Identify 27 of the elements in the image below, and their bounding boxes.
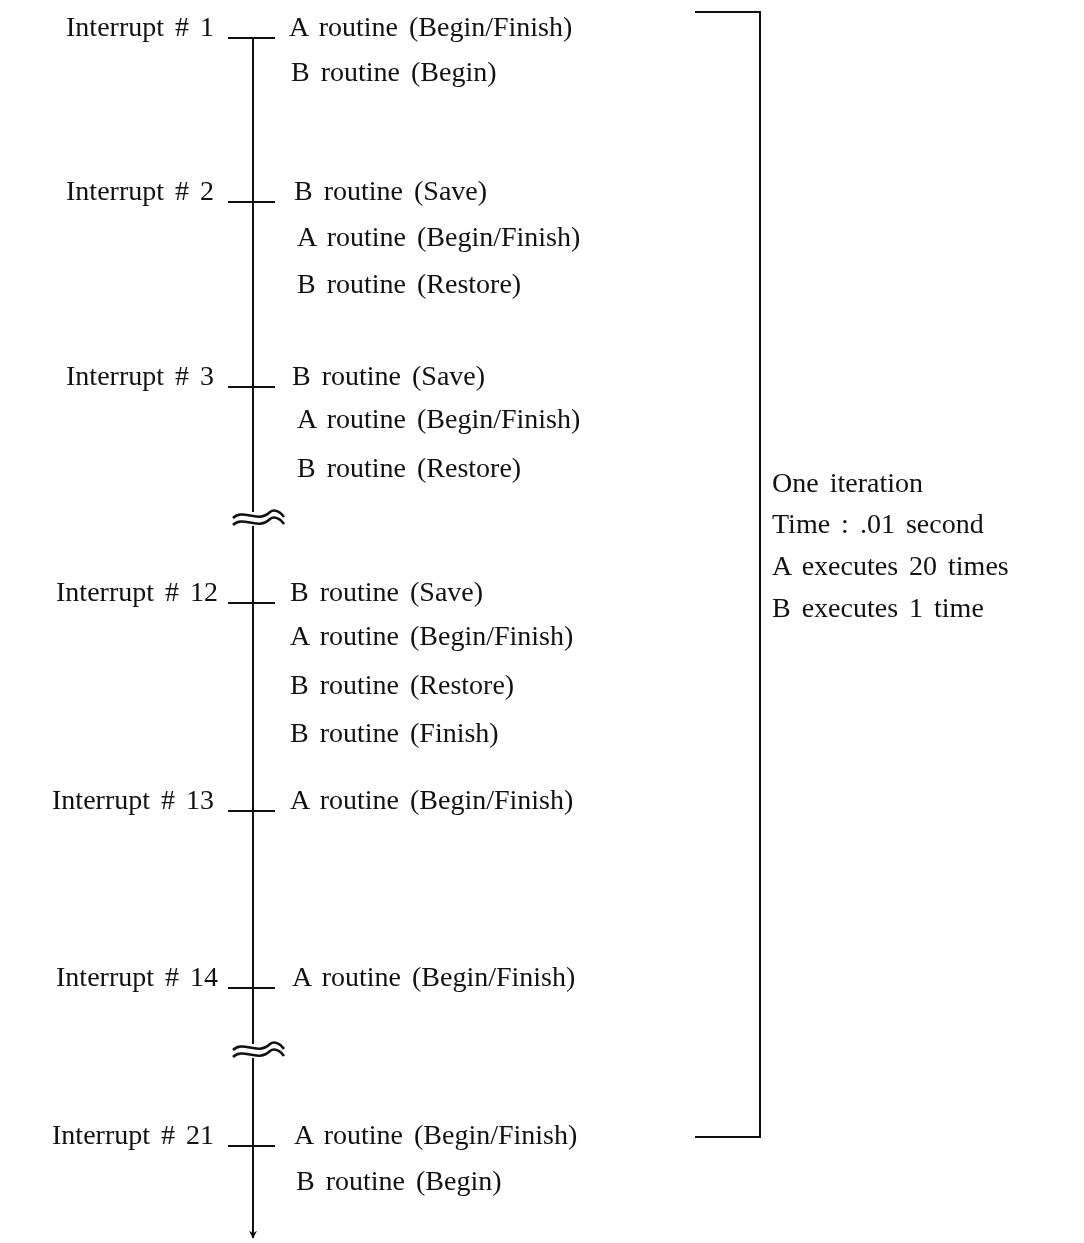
interrupt-label: Interrupt # 21 xyxy=(52,1118,214,1152)
routine-label: A routine (Begin/Finish) xyxy=(297,220,581,254)
interrupt-label: Interrupt # 14 xyxy=(56,960,218,994)
routine-label: B routine (Save) xyxy=(292,359,486,393)
note-text: Time : .01 second xyxy=(772,507,984,541)
note-text: One iteration xyxy=(772,466,923,500)
routine-label: B routine (Save) xyxy=(294,174,488,208)
routine-label: A routine (Begin/Finish) xyxy=(289,10,573,44)
note-text: A executes 20 times xyxy=(772,549,1009,583)
routine-label: A routine (Begin/Finish) xyxy=(297,402,581,436)
interrupt-label: Interrupt # 13 xyxy=(52,783,214,817)
routine-label: A routine (Begin/Finish) xyxy=(290,619,574,653)
routine-label: B routine (Restore) xyxy=(290,668,515,702)
routine-label: B routine (Begin) xyxy=(296,1164,502,1198)
routine-label: B routine (Save) xyxy=(290,575,484,609)
interrupt-label: Interrupt # 2 xyxy=(66,174,214,208)
routine-label: A routine (Begin/Finish) xyxy=(292,960,576,994)
routine-label: B routine (Finish) xyxy=(290,716,499,750)
note-text: B executes 1 time xyxy=(772,591,984,625)
routine-label: B routine (Restore) xyxy=(297,267,522,301)
routine-label: A routine (Begin/Finish) xyxy=(290,783,574,817)
routine-label: B routine (Begin) xyxy=(291,55,497,89)
interrupt-label: Interrupt # 1 xyxy=(66,10,214,44)
interrupt-label: Interrupt # 12 xyxy=(56,575,218,609)
interrupt-label: Interrupt # 3 xyxy=(66,359,214,393)
routine-label: A routine (Begin/Finish) xyxy=(294,1118,578,1152)
routine-label: B routine (Restore) xyxy=(297,451,522,485)
